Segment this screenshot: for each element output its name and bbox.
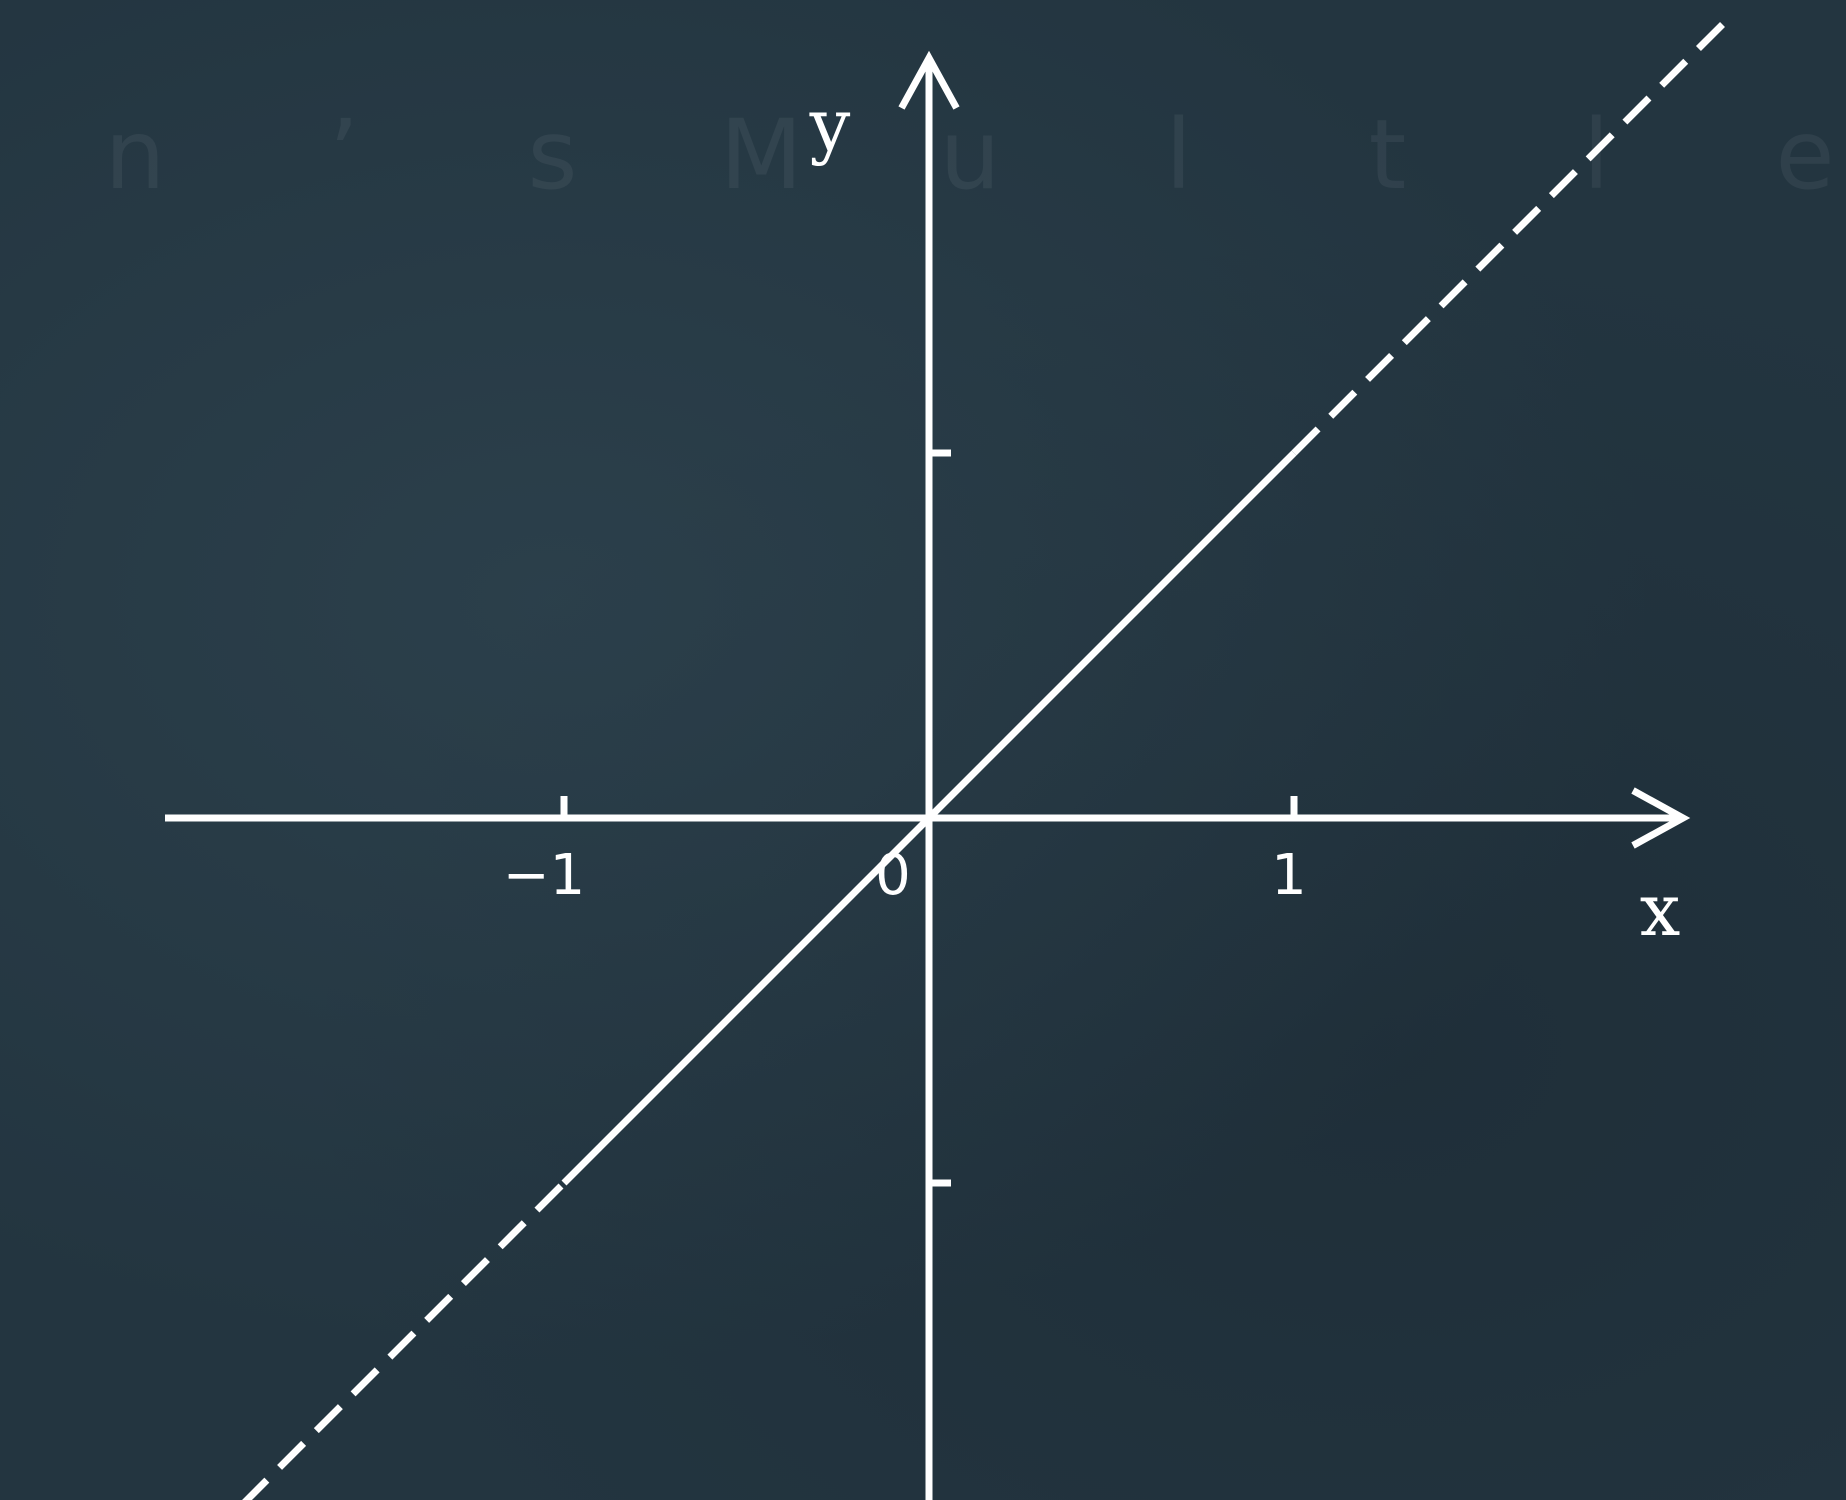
watermark-letter: l xyxy=(1165,99,1192,211)
series xyxy=(242,12,1735,1500)
watermark-letter: u xyxy=(940,99,1001,211)
series-line-dashed xyxy=(242,1180,567,1500)
x-tick-label: 1 xyxy=(1271,843,1307,908)
y-axis-arrowhead xyxy=(898,50,960,110)
watermark-letter: n xyxy=(105,99,166,211)
y-ticks xyxy=(929,449,951,1187)
y-axis-title: y xyxy=(809,83,851,167)
series-line-solid xyxy=(561,450,1297,1186)
watermark-letter: s xyxy=(527,99,577,211)
watermark-letter: M xyxy=(720,99,803,211)
series-line-dashed xyxy=(1291,12,1735,456)
watermark-letter: e xyxy=(1775,99,1834,211)
x-axis-title: x xyxy=(1640,868,1681,952)
watermark: n’sMultle xyxy=(105,99,1835,211)
axes: −1 1 xyxy=(165,50,1691,1500)
labels: x y 0 xyxy=(809,83,1681,952)
origin-label: 0 xyxy=(875,843,911,908)
watermark-letter: ’ xyxy=(328,99,359,211)
x-ticks: −1 1 xyxy=(503,796,1307,908)
watermark-letter: t xyxy=(1369,99,1407,211)
x-axis-arrowhead xyxy=(1631,787,1691,849)
x-tick-label: −1 xyxy=(503,843,586,908)
